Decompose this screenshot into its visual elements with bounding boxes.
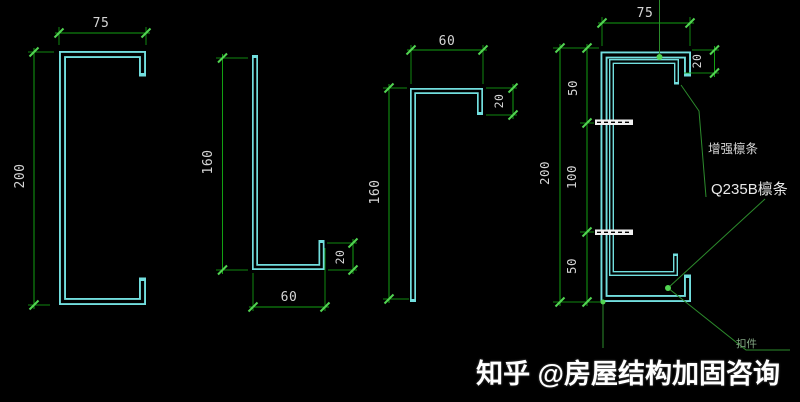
node-dot bbox=[656, 54, 663, 60]
dim-height-label: 160 bbox=[201, 150, 216, 175]
base-channel-profile bbox=[609, 59, 679, 276]
figure-c-channel: 75 200 bbox=[13, 16, 152, 311]
dim-width-label: 75 bbox=[93, 16, 110, 31]
label-clip: 扣件 bbox=[736, 337, 757, 350]
dim-width-label: 60 bbox=[281, 290, 298, 305]
dim-height-label: 200 bbox=[13, 164, 28, 189]
dim-height-label: 160 bbox=[368, 180, 383, 205]
reinforcement-channel-profile-core bbox=[602, 53, 690, 301]
dim-seg-bottom-label: 50 bbox=[564, 258, 579, 274]
dim-width-label: 60 bbox=[439, 34, 456, 49]
figure-bottom-angle: 160 60 20 bbox=[201, 52, 359, 313]
dim-seg-top-label: 50 bbox=[565, 80, 580, 96]
figure-composite-purlin: 75 20 200 50 100 50 增强檩条 Q235B檩条 bbox=[537, 0, 790, 351]
c-channel-profile-core bbox=[60, 52, 145, 304]
corner-dot bbox=[600, 299, 606, 305]
dim-lip-label: 20 bbox=[492, 94, 506, 109]
top-angle-profile-core bbox=[411, 89, 482, 299]
c-channel-profile bbox=[59, 51, 146, 305]
dim-lip-label: 20 bbox=[690, 54, 704, 69]
top-angle-profile bbox=[410, 88, 483, 302]
label-reinforced-purlin: 增强檩条 bbox=[708, 141, 759, 156]
dim-total-height-label: 200 bbox=[537, 161, 552, 185]
watermark-text: 知乎 @房屋结构加固咨询 bbox=[476, 359, 780, 389]
dim-lip-label: 20 bbox=[333, 250, 347, 265]
dim-width-label: 75 bbox=[637, 6, 654, 21]
label-q235b-purlin: Q235B檩条 bbox=[711, 180, 788, 198]
leader-q235b bbox=[667, 198, 766, 289]
bottom-angle-profile bbox=[252, 55, 325, 270]
base-channel-profile-core bbox=[610, 60, 678, 275]
figure-top-angle: 60 160 20 bbox=[368, 34, 519, 305]
dim-seg-mid-label: 100 bbox=[564, 165, 579, 189]
leader-reinforced bbox=[680, 84, 707, 198]
bottom-angle-profile-core bbox=[253, 58, 323, 269]
flange-node-dot bbox=[665, 285, 671, 291]
leader-clip bbox=[667, 287, 790, 351]
